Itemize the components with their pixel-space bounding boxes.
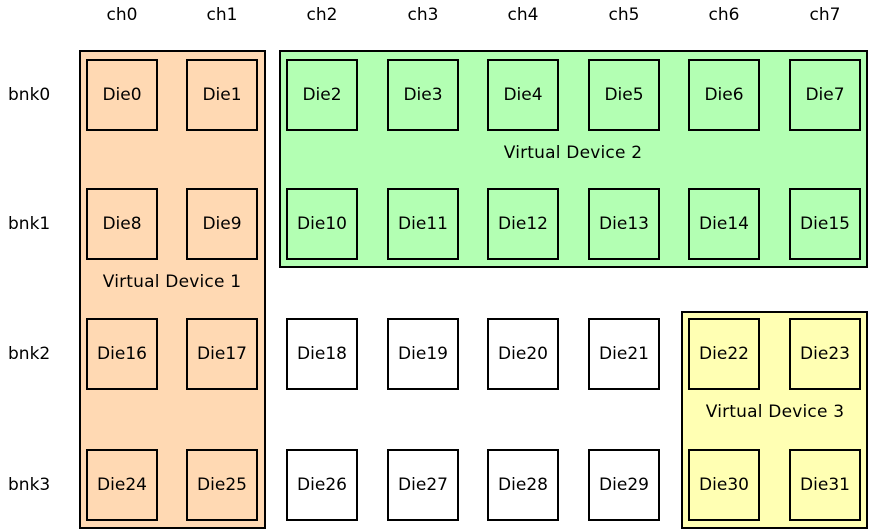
die-label: Die1 [202,85,242,105]
die-die9: Die9 [186,188,258,260]
die-die23: Die23 [789,318,861,390]
die-label: Die10 [297,214,347,234]
virtual-device-1-label: Virtual Device 1 [102,272,242,292]
die-label: Die3 [403,85,443,105]
die-die25: Die25 [186,449,258,521]
die-die14: Die14 [688,188,760,260]
die-label: Die28 [498,475,548,495]
channel-label-ch0: ch0 [106,5,138,25]
die-label: Die19 [398,344,448,364]
die-label: Die16 [97,344,147,364]
virtual-device-2-region [279,50,868,268]
die-die1: Die1 [186,59,258,131]
die-die30: Die30 [688,449,760,521]
die-label: Die6 [704,85,744,105]
die-die18: Die18 [286,318,358,390]
die-die10: Die10 [286,188,358,260]
die-label: Die0 [102,85,142,105]
die-label: Die7 [805,85,845,105]
die-die27: Die27 [387,449,459,521]
die-die19: Die19 [387,318,459,390]
die-die20: Die20 [487,318,559,390]
bank-label-bnk1: bnk1 [8,214,51,234]
die-label: Die14 [699,214,749,234]
die-label: Die5 [604,85,644,105]
die-label: Die30 [699,475,749,495]
die-die28: Die28 [487,449,559,521]
die-label: Die29 [599,475,649,495]
die-label: Die24 [97,475,147,495]
die-die12: Die12 [487,188,559,260]
die-die4: Die4 [487,59,559,131]
channel-label-ch4: ch4 [507,5,539,25]
die-label: Die18 [297,344,347,364]
virtual-device-2-label: Virtual Device 2 [503,143,643,163]
die-label: Die15 [800,214,850,234]
die-die21: Die21 [588,318,660,390]
die-label: Die8 [102,214,142,234]
die-die3: Die3 [387,59,459,131]
die-die5: Die5 [588,59,660,131]
die-label: Die23 [800,344,850,364]
die-die22: Die22 [688,318,760,390]
channel-label-ch1: ch1 [206,5,238,25]
die-label: Die12 [498,214,548,234]
die-label: Die11 [398,214,448,234]
die-die0: Die0 [86,59,158,131]
die-die31: Die31 [789,449,861,521]
bank-label-bnk0: bnk0 [8,85,51,105]
die-die8: Die8 [86,188,158,260]
die-die6: Die6 [688,59,760,131]
die-die13: Die13 [588,188,660,260]
die-label: Die2 [302,85,342,105]
die-label: Die21 [599,344,649,364]
channel-label-ch3: ch3 [407,5,439,25]
die-die16: Die16 [86,318,158,390]
die-die7: Die7 [789,59,861,131]
die-die2: Die2 [286,59,358,131]
die-label: Die26 [297,475,347,495]
die-die24: Die24 [86,449,158,521]
die-die17: Die17 [186,318,258,390]
die-die29: Die29 [588,449,660,521]
channel-label-ch2: ch2 [306,5,338,25]
die-die11: Die11 [387,188,459,260]
die-die15: Die15 [789,188,861,260]
channel-label-ch5: ch5 [608,5,640,25]
bank-label-bnk3: bnk3 [8,475,51,495]
die-label: Die25 [197,475,247,495]
die-label: Die22 [699,344,749,364]
die-label: Die27 [398,475,448,495]
die-label: Die31 [800,475,850,495]
die-die26: Die26 [286,449,358,521]
die-label: Die9 [202,214,242,234]
die-label: Die4 [503,85,543,105]
virtual-device-3-label: Virtual Device 3 [705,402,845,422]
bank-label-bnk2: bnk2 [8,344,51,364]
channel-label-ch7: ch7 [809,5,841,25]
channel-label-ch6: ch6 [708,5,740,25]
die-label: Die20 [498,344,548,364]
die-label: Die17 [197,344,247,364]
die-label: Die13 [599,214,649,234]
